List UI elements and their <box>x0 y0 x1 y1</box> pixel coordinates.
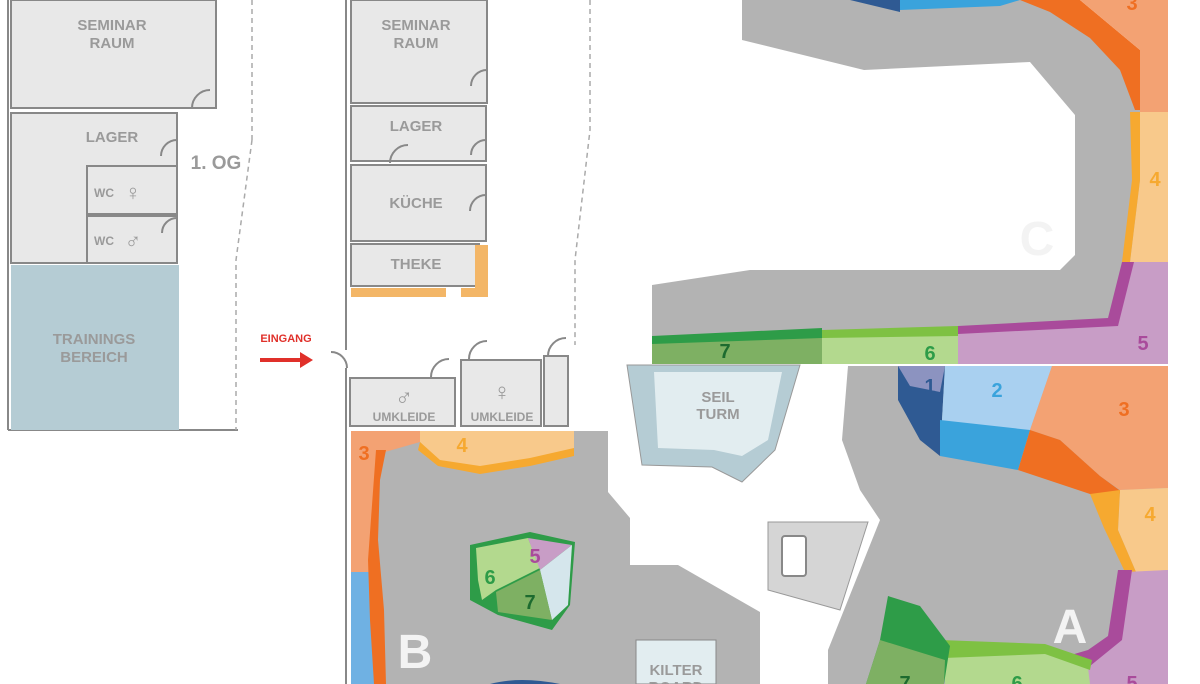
bench-icon <box>781 535 807 577</box>
room-label-lager-main: LAGER <box>390 118 443 135</box>
zone-label-c7: 7 <box>719 341 730 363</box>
wc-label-male: WC <box>94 234 114 248</box>
floor-label: 1. OG <box>191 153 242 174</box>
area-label-a: A <box>1053 601 1088 654</box>
zone-label-island-6: 6 <box>484 567 495 589</box>
area-label-c: C <box>1020 213 1055 266</box>
zone-label-a7: 7 <box>899 673 910 684</box>
entrance-label: EINGANG <box>260 333 311 345</box>
zone-label-a4: 4 <box>1144 504 1156 526</box>
zone-label-c5: 5 <box>1137 333 1148 355</box>
climbing-area-a: 1 2 3 4 5 6 7 A <box>767 366 1168 684</box>
zone-label-island-7: 7 <box>524 592 535 614</box>
entrance-marker: EINGANG <box>260 333 348 369</box>
door-arc <box>191 89 211 109</box>
zone-label-c6: 6 <box>924 343 935 365</box>
zone-label-c3: 3 <box>1126 0 1137 15</box>
zone-label-a6: 6 <box>1011 673 1022 684</box>
bar-counter-room <box>350 243 480 287</box>
zone-label-a3: 3 <box>1118 399 1129 421</box>
seminar-room-upper <box>10 0 217 109</box>
changing-label-male: UMKLEIDE <box>373 410 436 424</box>
zone-label-a1: 1 <box>924 376 935 398</box>
kitchen-room <box>350 164 487 242</box>
zone-label-b4: 4 <box>456 435 468 457</box>
climbing-area-b: 5 6 7 KILTERBOARD 3 4 B <box>351 431 760 684</box>
wc-female-room <box>86 165 178 215</box>
area-label-b: B <box>398 626 433 679</box>
climbing-area-c: 3 4 5 6 7 C <box>652 0 1168 365</box>
room-label-bar: THEKE <box>391 256 442 273</box>
kilterboard <box>635 639 717 684</box>
changing-room-female <box>460 359 542 427</box>
changing-room-male <box>349 377 456 427</box>
changing-room-small <box>543 355 569 427</box>
seminar-room-main <box>350 0 488 104</box>
female-changing-icon: ♀ <box>493 379 511 406</box>
zone-label-a2: 2 <box>991 380 1002 402</box>
storage-room-main <box>350 105 487 162</box>
zone-label-b3: 3 <box>358 443 369 465</box>
room-label-lager-upper: LAGER <box>86 129 139 146</box>
wc-label-female: WC <box>94 186 114 200</box>
room-label-kitchen: KÜCHE <box>389 195 442 212</box>
female-symbol-icon: ♀ <box>125 180 142 205</box>
zone-label-a5: 5 <box>1126 673 1137 684</box>
male-changing-icon: ♂ <box>395 384 413 411</box>
zone-label-c4: 4 <box>1149 169 1161 191</box>
changing-label-female: UMKLEIDE <box>471 410 534 424</box>
training-area <box>11 265 179 430</box>
zone-label-island-5: 5 <box>529 546 540 568</box>
wc-male-room <box>86 215 178 264</box>
male-symbol-icon: ♂ <box>125 228 142 253</box>
room-label-kilterboard: KILTERBOARD <box>649 662 704 684</box>
